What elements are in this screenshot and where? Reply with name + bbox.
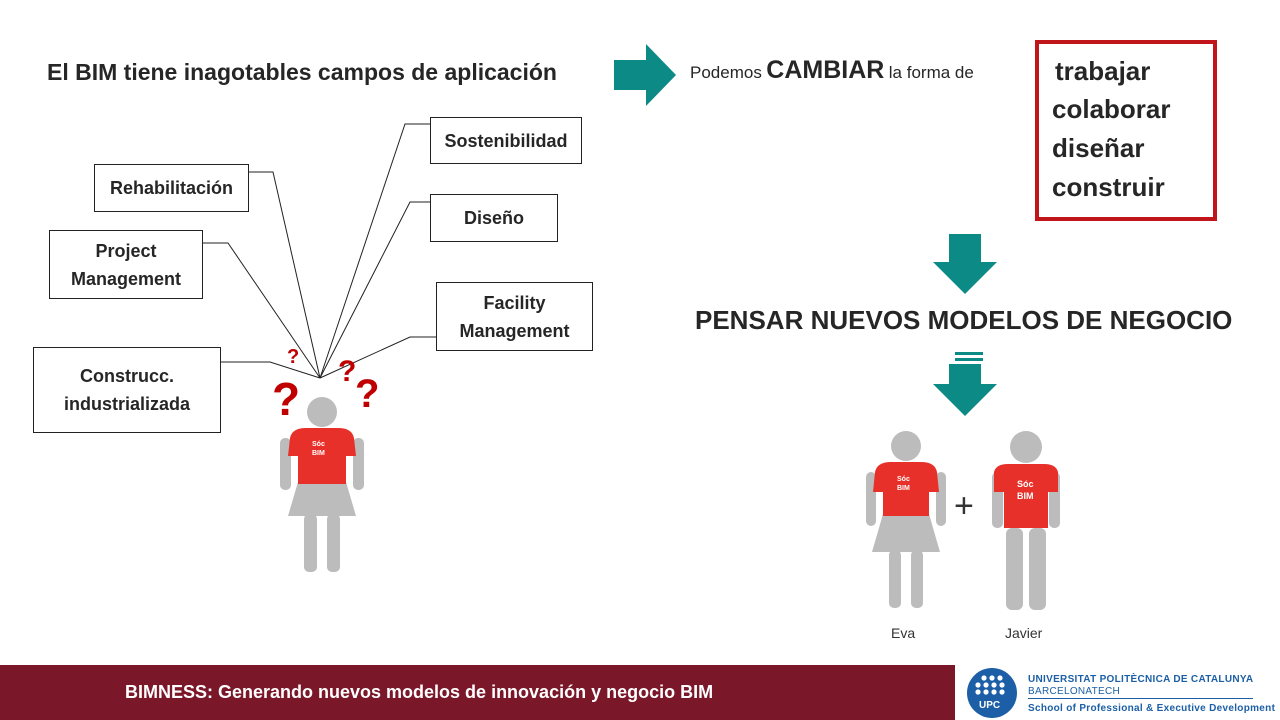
shirt-text: Sóc BIM	[1017, 478, 1034, 502]
question-mark-small: ?	[287, 346, 300, 368]
shirt-text-line1: Sóc	[1017, 479, 1034, 489]
shirt-text-line1: Sóc	[897, 476, 910, 483]
change-word: CAMBIAR	[766, 56, 885, 84]
name-javier: Javier	[1005, 625, 1043, 641]
verb-colaborar: colaborar	[1052, 94, 1171, 124]
field-label-line2: Management	[459, 320, 570, 341]
field-construcc-industrializada: Construcc. industrializada	[33, 347, 221, 433]
field-label-line2: industrializada	[63, 394, 191, 414]
upc-mark: UPC	[979, 700, 1001, 711]
field-diseno: Diseño	[430, 194, 558, 242]
shirt-text-line2: BIM	[897, 485, 910, 492]
change-sentence: Podemos CAMBIAR la forma de	[690, 56, 974, 85]
question-mark-large-left: ?	[272, 373, 301, 425]
field-sostenibilidad: Sostenibilidad	[430, 117, 582, 164]
field-label-line1: Project	[95, 240, 157, 261]
plus-sign: +	[954, 487, 974, 525]
shirt-text: Sóc BIM	[897, 475, 910, 493]
university-name: UNIVERSITAT POLITÈCNICA DE CATALUNYA	[1028, 674, 1254, 685]
field-label-line1: Construcc.	[79, 366, 175, 386]
change-suffix: la forma de	[888, 63, 974, 82]
university-subtitle: BARCELONATECH	[1028, 686, 1121, 697]
verbs-box	[1035, 40, 1217, 221]
upc-logo-icon	[967, 668, 1017, 718]
field-label: Diseño	[463, 208, 524, 228]
field-label: Sostenibilidad	[444, 130, 568, 151]
arrow-right-icon	[614, 44, 676, 106]
question-mark-medium: ?	[338, 355, 357, 388]
shirt-text-line1: Sóc	[312, 441, 325, 448]
field-facility-management: Facility Management	[436, 282, 593, 351]
arrow-down-striped-icon	[933, 352, 997, 416]
arrow-down-icon	[933, 234, 997, 294]
university-divider	[1028, 698, 1253, 699]
page-title: El BIM tiene inagotables campos de aplic…	[47, 59, 557, 85]
change-prefix: Podemos	[690, 63, 762, 82]
field-project-management: Project Management	[49, 230, 203, 299]
name-eva: Eva	[891, 625, 916, 641]
shirt-text-line2: BIM	[312, 450, 325, 457]
verb-trabajar: trabajar	[1055, 56, 1151, 86]
school-name: School of Professional & Executive Devel…	[1028, 703, 1276, 714]
javier-figure: Sóc BIM	[990, 430, 1062, 614]
woman-figure: Sóc BIM	[278, 396, 366, 576]
field-label-line2: Management	[70, 268, 182, 289]
field-rehabilitacion: Rehabilitación	[94, 164, 249, 212]
business-models-heading: PENSAR NUEVOS MODELOS DE NEGOCIO	[695, 305, 1233, 335]
eva-figure: Sóc BIM	[864, 430, 948, 610]
shirt-text-line2: BIM	[1017, 491, 1034, 501]
question-mark-large-right: ?	[355, 372, 380, 416]
field-label: Rehabilitación	[109, 178, 234, 198]
field-label-line1: Facility	[483, 292, 546, 313]
footer-title: BIMNESS: Generando nuevos modelos de inn…	[125, 682, 714, 702]
person-woman-icon	[280, 397, 364, 572]
shirt-text: Sóc BIM	[312, 440, 325, 458]
connector-lines	[203, 123, 436, 379]
verb-disenar: diseñar	[1052, 133, 1145, 163]
person-woman-icon	[866, 431, 946, 608]
verb-construir: construir	[1052, 172, 1165, 202]
upc-logo-panel: UPC UNIVERSITAT POLITÈCNICA DE CATALUNYA…	[955, 665, 1280, 720]
person-man-icon	[992, 431, 1060, 610]
